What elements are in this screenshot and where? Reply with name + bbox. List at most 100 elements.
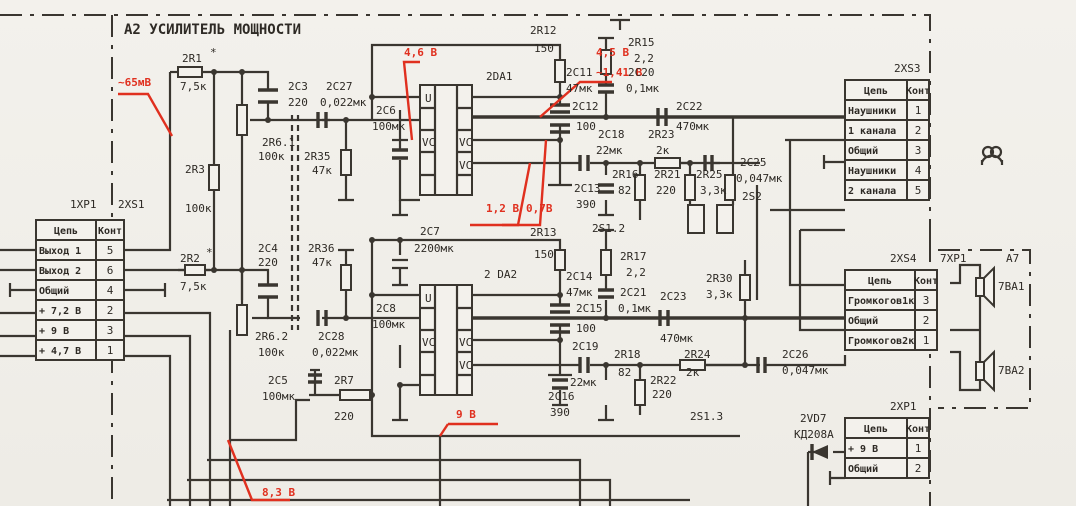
- mark-2r2: *: [206, 246, 213, 259]
- table-net-label: + 9 В: [39, 326, 69, 337]
- value-2c26: 0,047мк: [782, 364, 829, 377]
- value-2c12: 100: [576, 120, 596, 133]
- table-net-label: + 7,2 В: [39, 306, 81, 317]
- ref-2r2: 2R2: [180, 252, 200, 265]
- module-title: A2 УСИЛИТЕЛЬ МОЩНОСТИ: [124, 22, 301, 38]
- table-net-label: Общий: [848, 463, 878, 475]
- label-supply-9v: 9 В: [456, 408, 476, 421]
- resistor-2r12: [554, 59, 566, 83]
- ref-2c4: 2C4: [258, 242, 278, 255]
- capacitors: [258, 83, 767, 390]
- resistor-2r16: [634, 174, 646, 201]
- table-header-pin: Конт: [98, 226, 122, 237]
- ref-2r3: 2R3: [185, 163, 205, 176]
- ref-2c13: 2C13: [574, 182, 601, 195]
- value-2r24: 2к: [686, 366, 700, 379]
- table-pin-number: 1: [915, 104, 922, 117]
- ref-2c19: 2C19: [572, 340, 599, 353]
- table-pin-number: 2: [915, 462, 922, 475]
- value-2c5: 100мк: [262, 390, 295, 403]
- value-2c3: 220: [288, 96, 308, 109]
- potentiometer-2r6-1: [236, 104, 248, 136]
- table-header-net: Цепь: [868, 276, 892, 287]
- table-pin-number: 2: [107, 304, 114, 317]
- table-pin-number: 5: [915, 184, 922, 197]
- ref-2r30: 2R30: [706, 272, 733, 285]
- table-pin-number: 3: [915, 144, 922, 157]
- value-2c28: 0,022мк: [312, 346, 359, 359]
- shield-lines: [290, 115, 300, 330]
- ref-2s2: 2S2: [742, 190, 762, 203]
- resistor-2r2: [184, 264, 206, 276]
- table-pin-number: 4: [915, 164, 922, 177]
- label-pin6-voltage: 1,2 В: [486, 202, 519, 215]
- ref-2c8: 2C8: [376, 302, 396, 315]
- table-net-label: Общий: [39, 285, 69, 297]
- label-input-level: ~65мВ: [118, 76, 151, 89]
- resistor-2r7: [339, 389, 371, 401]
- table-pin-number: 4: [107, 284, 114, 297]
- ref-2c11: 2C11: [566, 66, 593, 79]
- speaker-7ba2: [950, 296, 995, 393]
- ref-2r22: 2R22: [650, 374, 677, 387]
- pin-label-vc: VC: [459, 159, 472, 172]
- table-pin-number: 3: [107, 324, 114, 337]
- ref-2vd7: 2VD7: [800, 412, 827, 425]
- mark-2r1: *: [210, 46, 217, 59]
- ref-2r12: 2R12: [530, 24, 557, 37]
- table-net-label: 1 канала: [848, 126, 896, 137]
- ref-2r16: 2R16: [612, 168, 639, 181]
- value-2c27: 0,022мк: [320, 96, 367, 109]
- value-2r30: 3,3к: [706, 288, 733, 301]
- resistor-2r22: [679, 359, 706, 371]
- ref-2xs1: 2XS1: [118, 198, 145, 211]
- value-2c14: 47мк: [566, 286, 593, 299]
- table-net-label: Общий: [848, 145, 878, 157]
- value-2vd7: КД208А: [794, 428, 834, 441]
- table-header-pin: Конт: [906, 424, 930, 435]
- ref-2c15: 2C15: [576, 302, 603, 315]
- ref-2r21: 2R21: [654, 168, 681, 181]
- table-pin-cell: [906, 457, 930, 479]
- pin-label-vc: VC: [459, 336, 472, 349]
- resistor-2r18: [634, 379, 646, 406]
- pin-label-vc: VC: [422, 336, 435, 349]
- potentiometer-2r3: [208, 164, 220, 191]
- ref-2r25: 2R25: [696, 168, 723, 181]
- chip-2da2: [419, 284, 473, 396]
- value-2c11: 47мк: [566, 82, 593, 95]
- ref-2r13: 2R13: [530, 226, 557, 239]
- value-2r18: 82: [618, 366, 631, 379]
- ref-2r6-2: 2R6.2: [255, 330, 288, 343]
- table-pin-cell: [95, 339, 125, 361]
- value-2r22: 220: [652, 388, 672, 401]
- ref-2c14: 2C14: [566, 270, 593, 283]
- ref-2s1-2: 2S1.2: [592, 222, 625, 235]
- supply-wiring: [0, 18, 845, 506]
- table-header-pin: Конт: [914, 276, 938, 287]
- ref-2r15: 2R15: [628, 36, 655, 49]
- value-2r7: 220: [334, 410, 354, 423]
- resistor-2r15: [600, 49, 612, 75]
- table-header-net: Цепь: [864, 424, 888, 435]
- ref-2c5: 2C5: [268, 374, 288, 387]
- resistor-2r13: [554, 249, 566, 271]
- ref-2xs3: 2XS3: [894, 62, 921, 75]
- speaker-7ba1: [950, 263, 995, 309]
- pin-label-vc: VC: [459, 359, 472, 372]
- ref-2r17: 2R17: [620, 250, 647, 263]
- table-pin-number: 1: [923, 334, 930, 347]
- headphones-icon: [980, 145, 1004, 165]
- value-2c23: 470мк: [660, 332, 693, 345]
- ref-2c28: 2C28: [318, 330, 345, 343]
- table-net-label: Наушники: [848, 106, 896, 117]
- resistor-2r30: [739, 274, 751, 301]
- table-pin-cell: [914, 329, 938, 351]
- ref-2c18: 2C18: [598, 128, 625, 141]
- value-2r6-2: 100к: [258, 346, 285, 359]
- pin-label-vc: VC: [459, 136, 472, 149]
- junction-dots: [211, 69, 748, 398]
